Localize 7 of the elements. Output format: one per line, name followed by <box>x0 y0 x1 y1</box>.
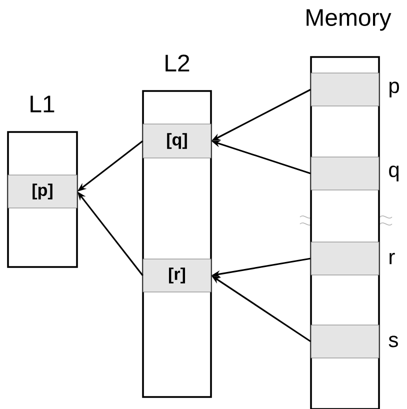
column-heading: L1 <box>30 96 54 112</box>
column-heading: Memory <box>306 9 392 31</box>
column-heading: L2 <box>166 54 190 72</box>
address-label: r <box>390 252 395 264</box>
address-label: s <box>388 336 398 348</box>
address-label: p <box>390 82 399 98</box>
address-label: q <box>389 166 399 182</box>
